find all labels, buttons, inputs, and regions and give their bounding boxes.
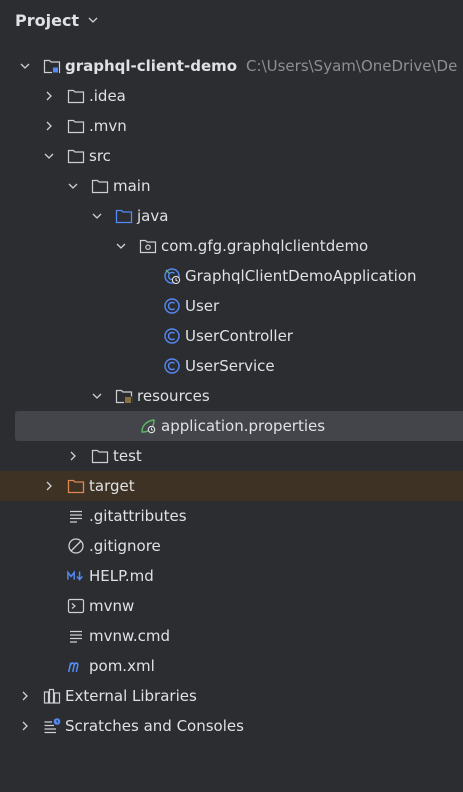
chevron-right-icon[interactable] <box>19 690 31 702</box>
chevron-right-icon[interactable] <box>67 450 79 462</box>
excluded-folder-icon <box>67 477 85 495</box>
tree-item-gitignore[interactable]: .gitignore <box>0 531 463 561</box>
tree-item-label: User <box>185 297 220 315</box>
folder-icon <box>91 177 109 195</box>
tree-item-label: mvnw.cmd <box>89 627 171 645</box>
terminal-script-icon <box>67 597 85 615</box>
tree-item-mvnw-cmd[interactable]: mvnw.cmd <box>0 621 463 651</box>
root-label: graphql-client-demo <box>65 57 238 75</box>
chevron-down-icon[interactable] <box>91 210 103 222</box>
class-icon <box>163 297 181 315</box>
tree-item-pom[interactable]: pom.xml <box>0 651 463 681</box>
chevron-down-icon[interactable] <box>43 150 55 162</box>
text-file-icon <box>67 627 85 645</box>
library-icon <box>43 687 61 705</box>
tree-item-label: HELP.md <box>89 567 154 585</box>
tree-item-label: .mvn <box>89 117 127 135</box>
ignore-file-icon <box>67 537 85 555</box>
tree-item-gitattributes[interactable]: .gitattributes <box>0 501 463 531</box>
folder-icon <box>91 447 109 465</box>
tree-item-resources[interactable]: resources <box>0 381 463 411</box>
tree-item-target[interactable]: target <box>0 471 463 501</box>
source-folder-icon <box>115 207 133 225</box>
root-path: C:\Users\Syam\OneDrive\De <box>246 57 458 75</box>
chevron-right-icon[interactable] <box>43 90 55 102</box>
folder-icon <box>67 117 85 135</box>
tree-item-package[interactable]: com.gfg.graphqlclientdemo <box>0 231 463 261</box>
folder-icon <box>67 147 85 165</box>
chevron-down-icon[interactable] <box>87 14 99 26</box>
chevron-down-icon[interactable] <box>91 390 103 402</box>
maven-icon <box>67 657 85 675</box>
project-header[interactable]: Project <box>0 0 463 40</box>
tree-item-label: Scratches and Consoles <box>65 717 244 735</box>
spring-boot-class-icon <box>163 267 181 285</box>
tree-item-application-properties[interactable]: application.properties <box>15 411 463 441</box>
chevron-right-icon[interactable] <box>43 120 55 132</box>
tree-item-scratches[interactable]: Scratches and Consoles <box>0 711 463 741</box>
tree-item-mvnw[interactable]: mvnw <box>0 591 463 621</box>
tree-item-label: UserController <box>185 327 293 345</box>
tree-item-test[interactable]: test <box>0 441 463 471</box>
tree-item-label: GraphqlClientDemoApplication <box>185 267 417 285</box>
markdown-icon <box>67 567 85 585</box>
tree-item-external-libraries[interactable]: External Libraries <box>0 681 463 711</box>
text-file-icon <box>67 507 85 525</box>
tree-item-label: resources <box>137 387 210 405</box>
module-folder-icon <box>43 57 61 75</box>
chevron-down-icon[interactable] <box>67 180 79 192</box>
tree-item-user[interactable]: User <box>0 291 463 321</box>
tree-item-label: main <box>113 177 151 195</box>
tree-item-label: com.gfg.graphqlclientdemo <box>161 237 369 255</box>
chevron-down-icon[interactable] <box>115 240 127 252</box>
tree-item-java[interactable]: java <box>0 201 463 231</box>
scratches-icon <box>43 717 61 735</box>
tree-item-label: src <box>89 147 111 165</box>
resources-folder-icon <box>115 387 133 405</box>
chevron-right-icon[interactable] <box>19 720 31 732</box>
tree-item-label: application.properties <box>161 417 326 435</box>
tree-item-user-service[interactable]: UserService <box>0 351 463 381</box>
package-icon <box>139 237 157 255</box>
tree-item-mvn[interactable]: .mvn <box>0 111 463 141</box>
tree-item-label: mvnw <box>89 597 135 615</box>
class-icon <box>163 327 181 345</box>
tree-item-user-controller[interactable]: UserController <box>0 321 463 351</box>
tree-item-main[interactable]: main <box>0 171 463 201</box>
tree-item-root[interactable]: graphql-client-demo C:\Users\Syam\OneDri… <box>0 51 463 81</box>
spring-properties-icon <box>139 417 157 435</box>
project-title[interactable]: Project <box>15 10 80 30</box>
tree-item-app-class[interactable]: GraphqlClientDemoApplication <box>0 261 463 291</box>
tree-item-label: test <box>113 447 142 465</box>
tree-item-label: UserService <box>185 357 275 375</box>
tree-item-label: .idea <box>89 87 126 105</box>
folder-icon <box>67 87 85 105</box>
tree-item-idea[interactable]: .idea <box>0 81 463 111</box>
tree-item-help-md[interactable]: HELP.md <box>0 561 463 591</box>
class-icon <box>163 357 181 375</box>
chevron-right-icon[interactable] <box>43 480 55 492</box>
tree-item-label: .gitattributes <box>89 507 187 525</box>
tree-item-label: java <box>137 207 169 225</box>
tree-item-src[interactable]: src <box>0 141 463 171</box>
tree-item-label: .gitignore <box>89 537 161 555</box>
tree-item-label: External Libraries <box>65 687 197 705</box>
project-tree: graphql-client-demo C:\Users\Syam\OneDri… <box>0 51 463 741</box>
tree-item-label: target <box>89 477 135 495</box>
tree-item-label: pom.xml <box>89 657 155 675</box>
chevron-down-icon[interactable] <box>19 60 31 72</box>
